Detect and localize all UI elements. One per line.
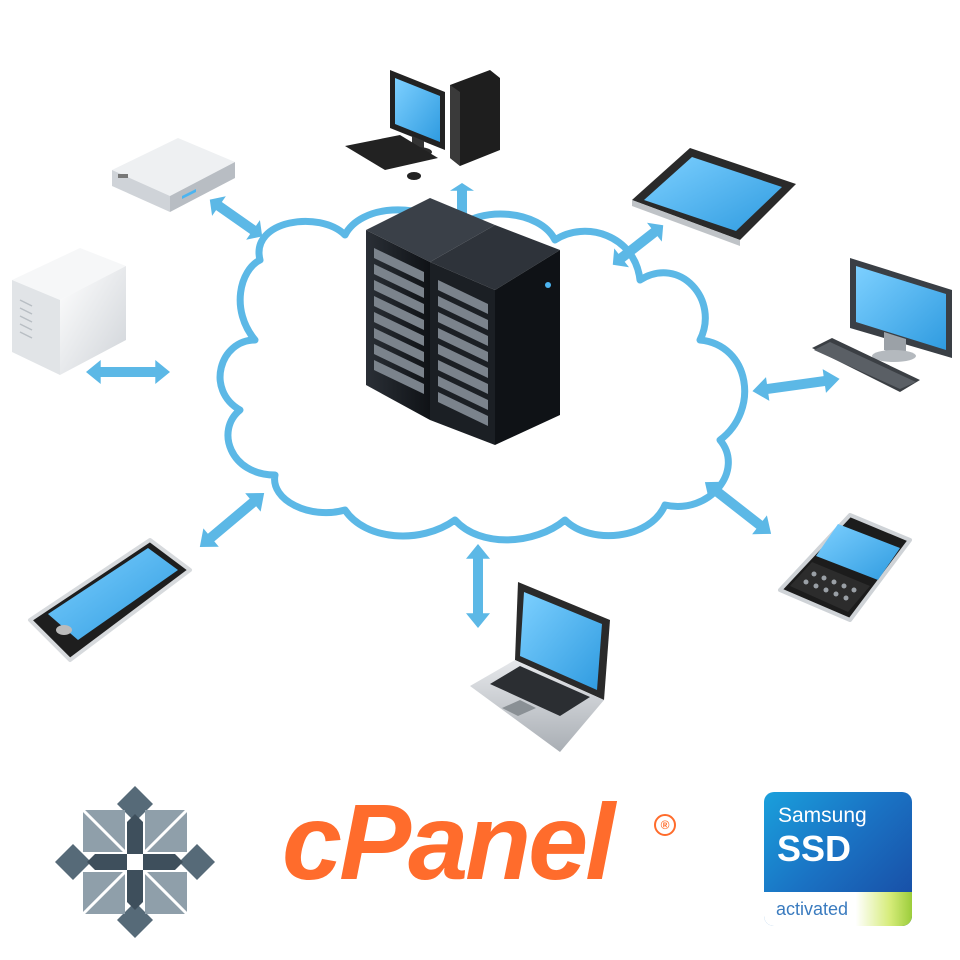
arrow-to-laptop <box>466 544 490 628</box>
desktop-computer-icon <box>345 70 500 180</box>
badge-status: activated <box>776 899 848 920</box>
arrow-to-tower <box>86 360 170 384</box>
samsung-ssd-badge: Samsung SSD activated <box>764 792 912 926</box>
tower-pc-icon <box>12 248 126 375</box>
smartphone-icon <box>30 540 190 660</box>
badge-product: SSD <box>777 828 851 870</box>
badge-footer: activated <box>764 892 912 926</box>
arrow-to-smartphone <box>192 484 272 556</box>
cpanel-logo: cPanel ® <box>282 806 682 916</box>
cpanel-logo-text: cPanel <box>282 788 612 896</box>
arrow-to-qwerty-phone <box>698 473 779 544</box>
arrow-to-set-top-box <box>203 190 269 246</box>
monitor-keyboard-icon <box>812 258 952 392</box>
badge-brand: Samsung <box>778 804 867 828</box>
laptop-icon <box>470 582 610 752</box>
registered-mark: ® <box>654 814 676 836</box>
centos-logo-icon <box>50 782 220 942</box>
arrow-to-monitor <box>751 367 841 403</box>
qwerty-phone-icon <box>780 515 910 620</box>
